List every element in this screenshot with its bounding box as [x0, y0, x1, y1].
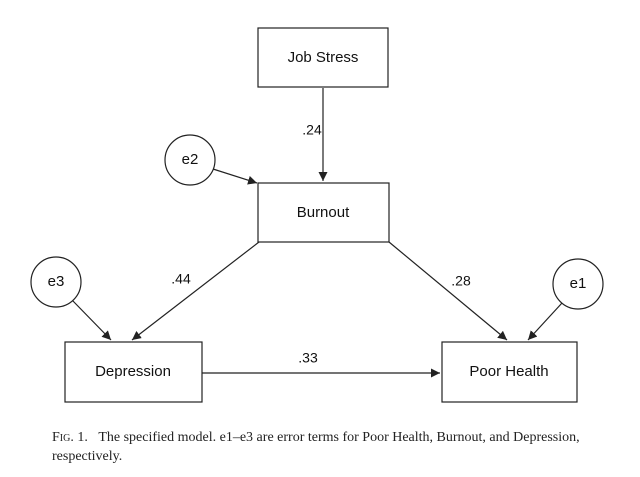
node-burnout-label: Burnout — [297, 204, 350, 221]
edge-e3-depression — [71, 299, 112, 341]
node-depression: Depression — [64, 341, 203, 403]
error-term-e2: e2 — [164, 134, 216, 186]
node-poor-health-label: Poor Health — [469, 363, 548, 380]
error-term-e1: e1 — [552, 258, 604, 310]
coef-burnout-depression: .44 — [171, 271, 191, 287]
node-burnout: Burnout — [257, 182, 390, 243]
error-term-e3: e3 — [30, 256, 82, 308]
node-poor-health: Poor Health — [441, 341, 578, 403]
edge-burnout-poorhealth — [388, 241, 508, 341]
error-term-e3-label: e3 — [48, 273, 65, 290]
edge-e2-burnout — [212, 168, 258, 185]
path-model-diagram: Job Stress Burnout Depression Poor Healt… — [30, 27, 604, 403]
error-term-e1-label: e1 — [570, 275, 587, 292]
coef-depression-poorhealth: .33 — [298, 350, 318, 366]
error-term-e2-label: e2 — [182, 151, 199, 168]
figure-label: Fig. 1. — [52, 430, 88, 445]
node-job-stress-label: Job Stress — [288, 49, 359, 66]
coef-jobstress-burnout: .24 — [302, 122, 322, 138]
figure-caption: Fig. 1. The specified model. e1–e3 are e… — [52, 428, 612, 466]
coef-burnout-poorhealth: .28 — [451, 273, 471, 289]
figure-caption-text: The specified model. e1–e3 are error ter… — [52, 430, 580, 464]
edge-burnout-depression — [131, 241, 260, 341]
node-depression-label: Depression — [95, 363, 171, 380]
node-job-stress: Job Stress — [257, 27, 389, 88]
edge-e1-poorhealth — [527, 302, 563, 341]
